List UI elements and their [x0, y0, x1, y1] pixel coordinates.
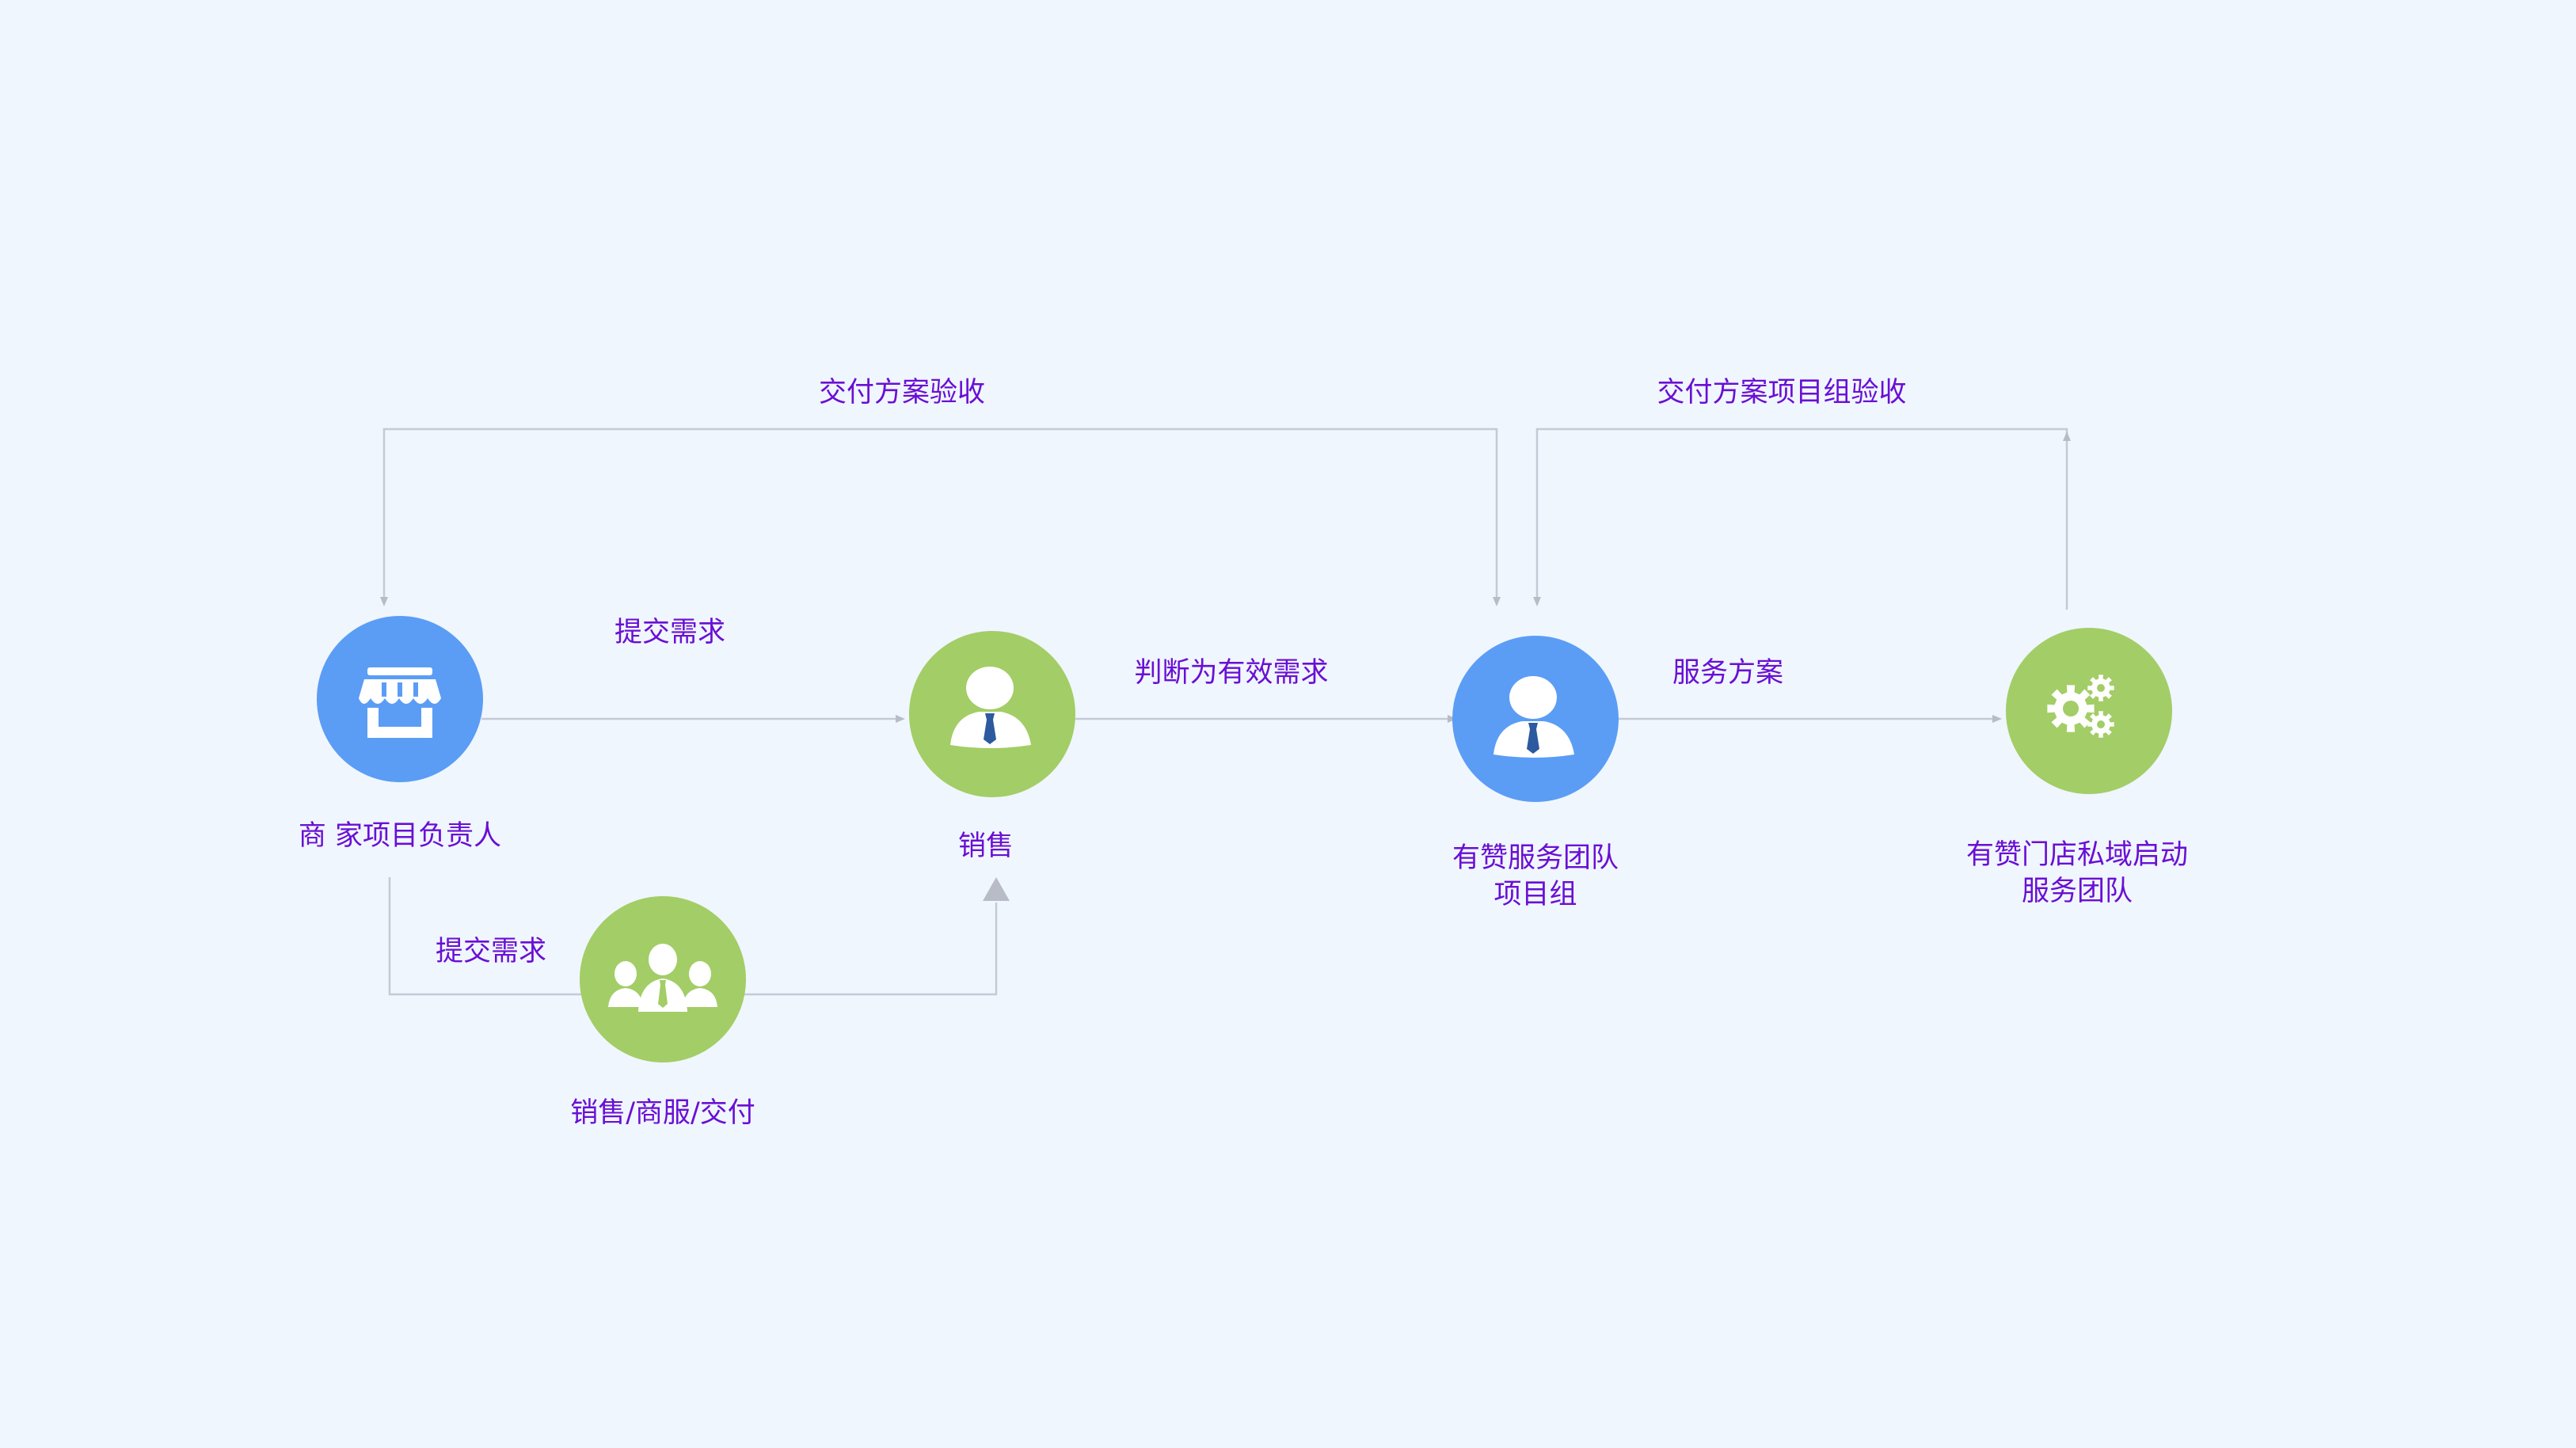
arrowhead-into-sales — [896, 715, 905, 723]
staff-label: 销售/商服/交付 — [570, 1097, 755, 1129]
arrowhead-into-merchant — [380, 597, 388, 606]
arrowhead-into-service-team-top-right — [1533, 597, 1541, 606]
connector-service-team-to-merchant — [382, 428, 1498, 600]
arrowhead-into-launch-team — [1992, 715, 2002, 723]
staff-node[interactable] — [580, 896, 746, 1062]
sales-label: 销售 — [957, 830, 1014, 862]
edge-label-merchant-to-sales: 提交需求 — [614, 617, 725, 648]
edge-label-service-team-to-merchant: 交付方案验收 — [818, 377, 985, 409]
edge-label-sales-to-service-team: 判断为有效需求 — [1134, 657, 1329, 689]
launch-team-label-line1: 有赞门店私域启动 — [1965, 839, 2188, 871]
team-icon — [608, 944, 717, 1012]
arrowhead-into-service-team-top — [1493, 597, 1501, 606]
launch-team-label-line2: 服务团队 — [2021, 876, 2133, 907]
businessman-icon — [1493, 676, 1574, 758]
merchant-node[interactable] — [317, 616, 483, 782]
connector-launch-team-to-service-team — [1535, 428, 2068, 610]
arrowhead-into-sales-bottom — [983, 877, 1010, 901]
gear-hole — [2063, 701, 2079, 716]
edge-label-service-to-launch-team: 服务方案 — [1672, 657, 1783, 689]
launch-team-node[interactable] — [2006, 628, 2172, 794]
sales-node[interactable] — [909, 631, 1075, 797]
edge-label-launch-team-to-service-team: 交付方案项目组验收 — [1657, 377, 1907, 409]
businessman-icon — [950, 667, 1031, 748]
gear-hole — [2097, 720, 2105, 728]
service-team-node[interactable] — [1452, 636, 1619, 802]
merchant-label: 商 家项目负责人 — [298, 820, 502, 852]
store-icon — [359, 667, 441, 738]
gear-hole — [2097, 684, 2105, 692]
arrowhead-launch-team-top — [2063, 431, 2071, 441]
launch-team-label: 有赞门店私域启动 服务团队 — [1919, 837, 2235, 910]
edge-label-merchant-to-staff: 提交需求 — [435, 936, 546, 967]
service-team-label-line2: 项目组 — [1493, 879, 1577, 910]
service-team-label: 有赞服务团队 项目组 — [1417, 840, 1654, 913]
service-team-label-line1: 有赞服务团队 — [1452, 842, 1619, 874]
gears-icon — [2047, 675, 2114, 738]
